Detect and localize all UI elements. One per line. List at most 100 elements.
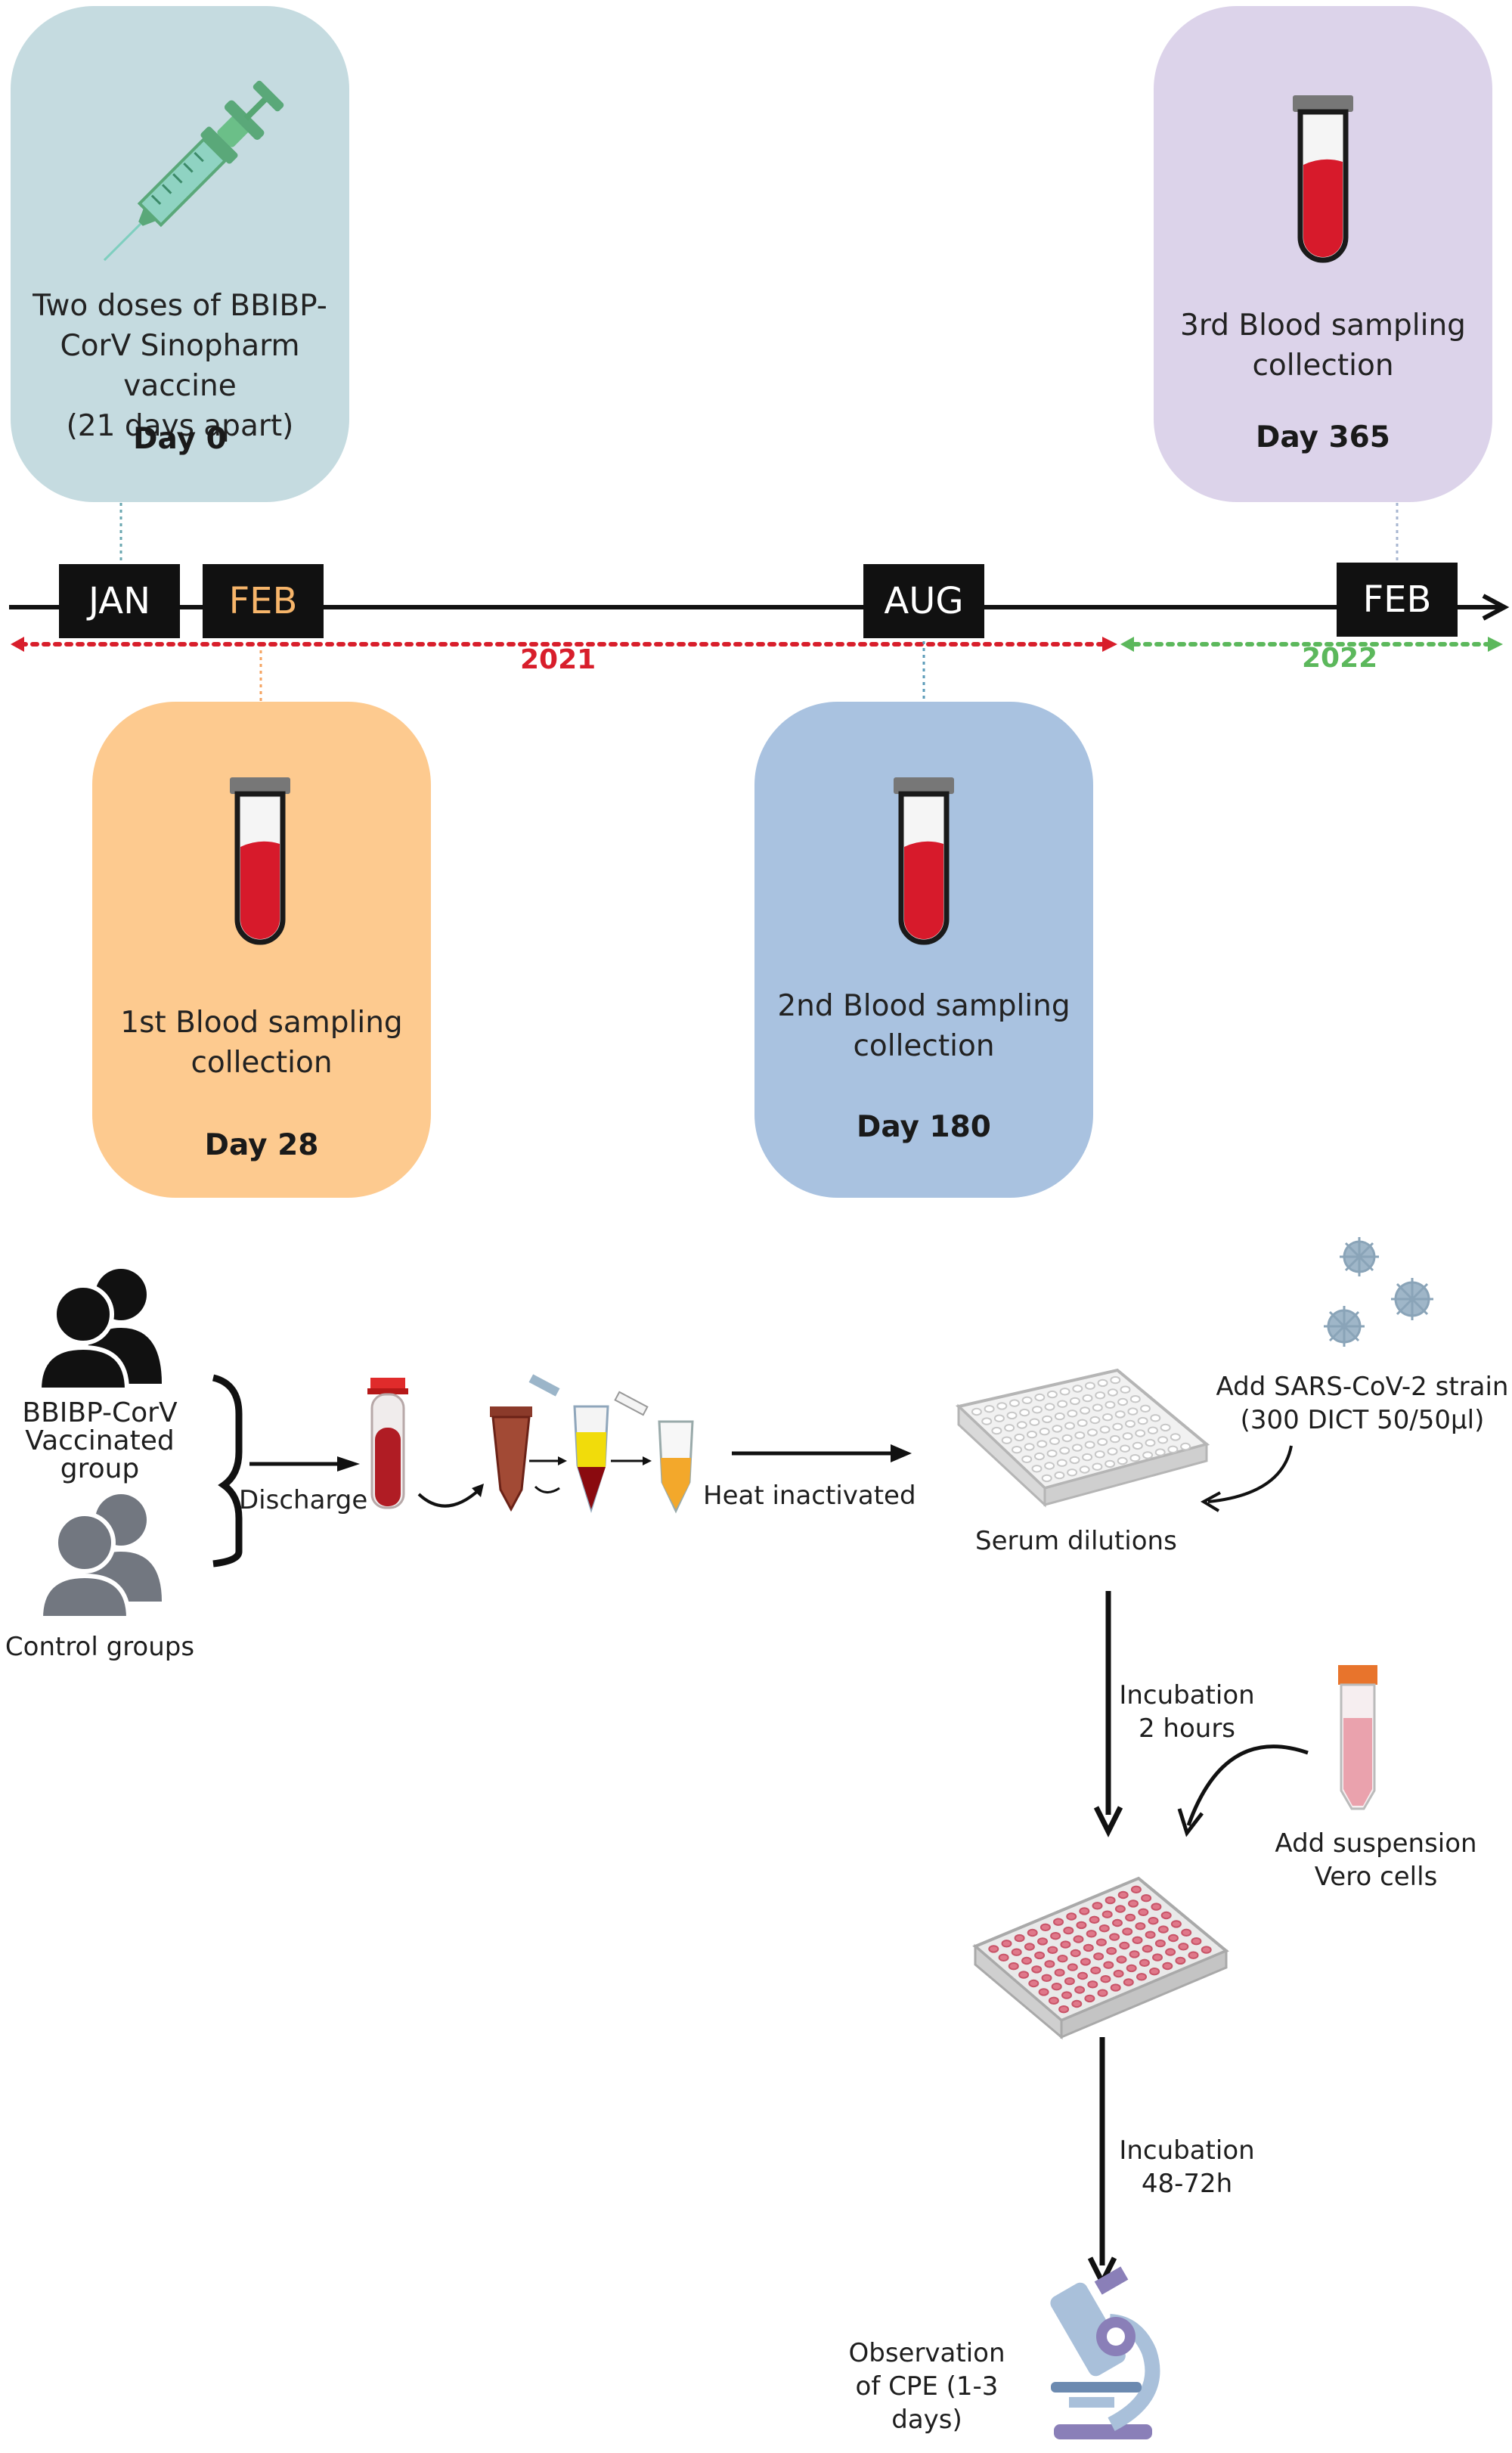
plate-well: [1016, 1421, 1027, 1429]
plate-well: [1071, 1999, 1083, 2008]
plate-well: [1034, 1951, 1046, 1960]
plate-well: [1031, 1965, 1043, 1974]
heat-inactivated-label: Heat inactivated: [703, 1481, 916, 1511]
plate-well: [1154, 1939, 1166, 1948]
group-brace: [212, 1374, 243, 1568]
plate-well: [1041, 1474, 1052, 1483]
plate-well: [1180, 1442, 1191, 1451]
plate-well: [1042, 1415, 1053, 1424]
plate-well: [1046, 1390, 1058, 1399]
plate-well: [1165, 1948, 1176, 1956]
plate-well: [1135, 1922, 1146, 1930]
well-plate-icon: [955, 1368, 1210, 1508]
plate-well: [1031, 1465, 1043, 1473]
plate-well: [1129, 1395, 1141, 1403]
sampling3-line-2: collection: [1252, 349, 1394, 383]
plate-well: [1092, 1902, 1103, 1910]
plate-well: [1107, 1388, 1118, 1397]
plate-well: [1028, 1979, 1040, 1988]
plate-well: [1051, 1983, 1062, 1991]
plate-well: [1123, 1978, 1134, 1986]
plate-well: [1009, 1399, 1020, 1407]
plate-well: [1059, 1388, 1070, 1396]
plate-well: [1126, 1964, 1137, 1973]
plate-well: [1040, 1923, 1051, 1932]
plate-well: [1059, 1447, 1070, 1455]
plate-well: [1086, 1930, 1097, 1938]
vaccinated-group-label: BBIBP-CorV Vaccinated group: [17, 1399, 183, 1483]
plate-well: [1064, 1422, 1075, 1430]
plate-well: [1114, 1410, 1126, 1419]
plate-well: [1031, 1406, 1043, 1414]
plate-well: [1033, 1452, 1045, 1461]
plate-well: [1080, 1958, 1091, 1966]
people-icon: [38, 1494, 162, 1620]
plate-well: [1041, 1974, 1052, 1983]
plate-well: [1129, 1454, 1141, 1462]
sampling3-day: Day 365: [1256, 420, 1390, 454]
vaccine-line-3: (21 days apart): [66, 409, 294, 443]
plate-well: [1157, 1925, 1169, 1934]
plate-well: [1089, 1416, 1101, 1425]
plate-well: [1113, 1969, 1124, 1978]
plate-well: [1018, 1971, 1030, 1979]
plate-well: [1073, 1935, 1084, 1943]
plate-well: [1029, 1418, 1040, 1426]
plate-well: [1095, 1391, 1106, 1400]
plate-well: [1077, 1419, 1088, 1428]
plate-well: [1117, 1890, 1129, 1899]
plate-well: [1097, 1378, 1108, 1388]
plate-well: [1137, 1416, 1148, 1425]
plate-well: [1056, 1459, 1067, 1467]
incubation-2-line-2: 48-72h: [1141, 2169, 1233, 2199]
sampling1-line-1: 1st Blood sampling: [120, 1006, 403, 1040]
range-2022-arrow-right: [1488, 637, 1503, 652]
plate-well: [1094, 1450, 1105, 1459]
falcon-tube-icon: [1338, 1665, 1377, 1810]
plate-well: [1109, 1933, 1120, 1941]
plate-well: [1027, 1928, 1038, 1937]
vaccinated-line-1: BBIBP-CorV: [22, 1397, 178, 1428]
plate-well: [1141, 1894, 1152, 1903]
plate-well: [1049, 1437, 1060, 1446]
plate-well: [1191, 1937, 1202, 1946]
blood-tube-icon: [894, 777, 954, 945]
card-sampling1: 1st Blood sampling collection Day 28: [92, 702, 431, 1198]
plate-well: [1076, 1921, 1087, 1930]
sampling2-line-1: 2nd Blood sampling: [777, 989, 1070, 1023]
plate-well: [1120, 1385, 1131, 1394]
vaccine-line-1: Two doses of BBIBP-: [33, 289, 327, 323]
card-sampling3: 3rd Blood sampling collection Day 365: [1154, 6, 1492, 502]
arrow-to-tube: [417, 1488, 481, 1508]
plate-well: [1145, 1438, 1156, 1447]
sampling1-line-2: collection: [191, 1046, 333, 1080]
microscope-icon: [1050, 2266, 1160, 2439]
add-cells-line-1: Add suspension: [1275, 1828, 1477, 1859]
incubation-2-label: Incubation 48-72h: [1111, 2134, 1263, 2200]
range-2021-arrow-left: [11, 637, 24, 652]
plate-well: [1149, 1968, 1160, 1976]
plate-well: [1087, 1980, 1098, 1989]
plate-well: [1012, 1446, 1022, 1454]
plate-well: [1024, 1943, 1035, 1951]
plate-well: [1168, 1934, 1179, 1943]
plate-well: [1084, 1994, 1095, 2003]
plate-well: [1061, 1991, 1072, 1999]
plate-well: [1084, 1382, 1095, 1390]
sampling3-text: 3rd Blood sampling collection: [1154, 305, 1492, 386]
plate-well: [1125, 1419, 1136, 1428]
plate-well: [1034, 1393, 1046, 1402]
observation-line-1: Observation: [848, 2338, 1005, 2368]
plate-well: [1069, 1397, 1080, 1406]
plate-well: [1160, 1423, 1171, 1432]
discharge-label: Discharge: [239, 1485, 368, 1515]
plate-well: [1106, 1946, 1117, 1955]
plate-well: [1082, 1453, 1093, 1462]
plate-well: [981, 1417, 993, 1425]
plate-well: [1132, 1441, 1143, 1450]
sampling2-text: 2nd Blood sampling collection: [754, 986, 1093, 1066]
plate-well: [1014, 1934, 1025, 1943]
plate-well: [1148, 1917, 1159, 1925]
plate-well: [1027, 1430, 1037, 1439]
